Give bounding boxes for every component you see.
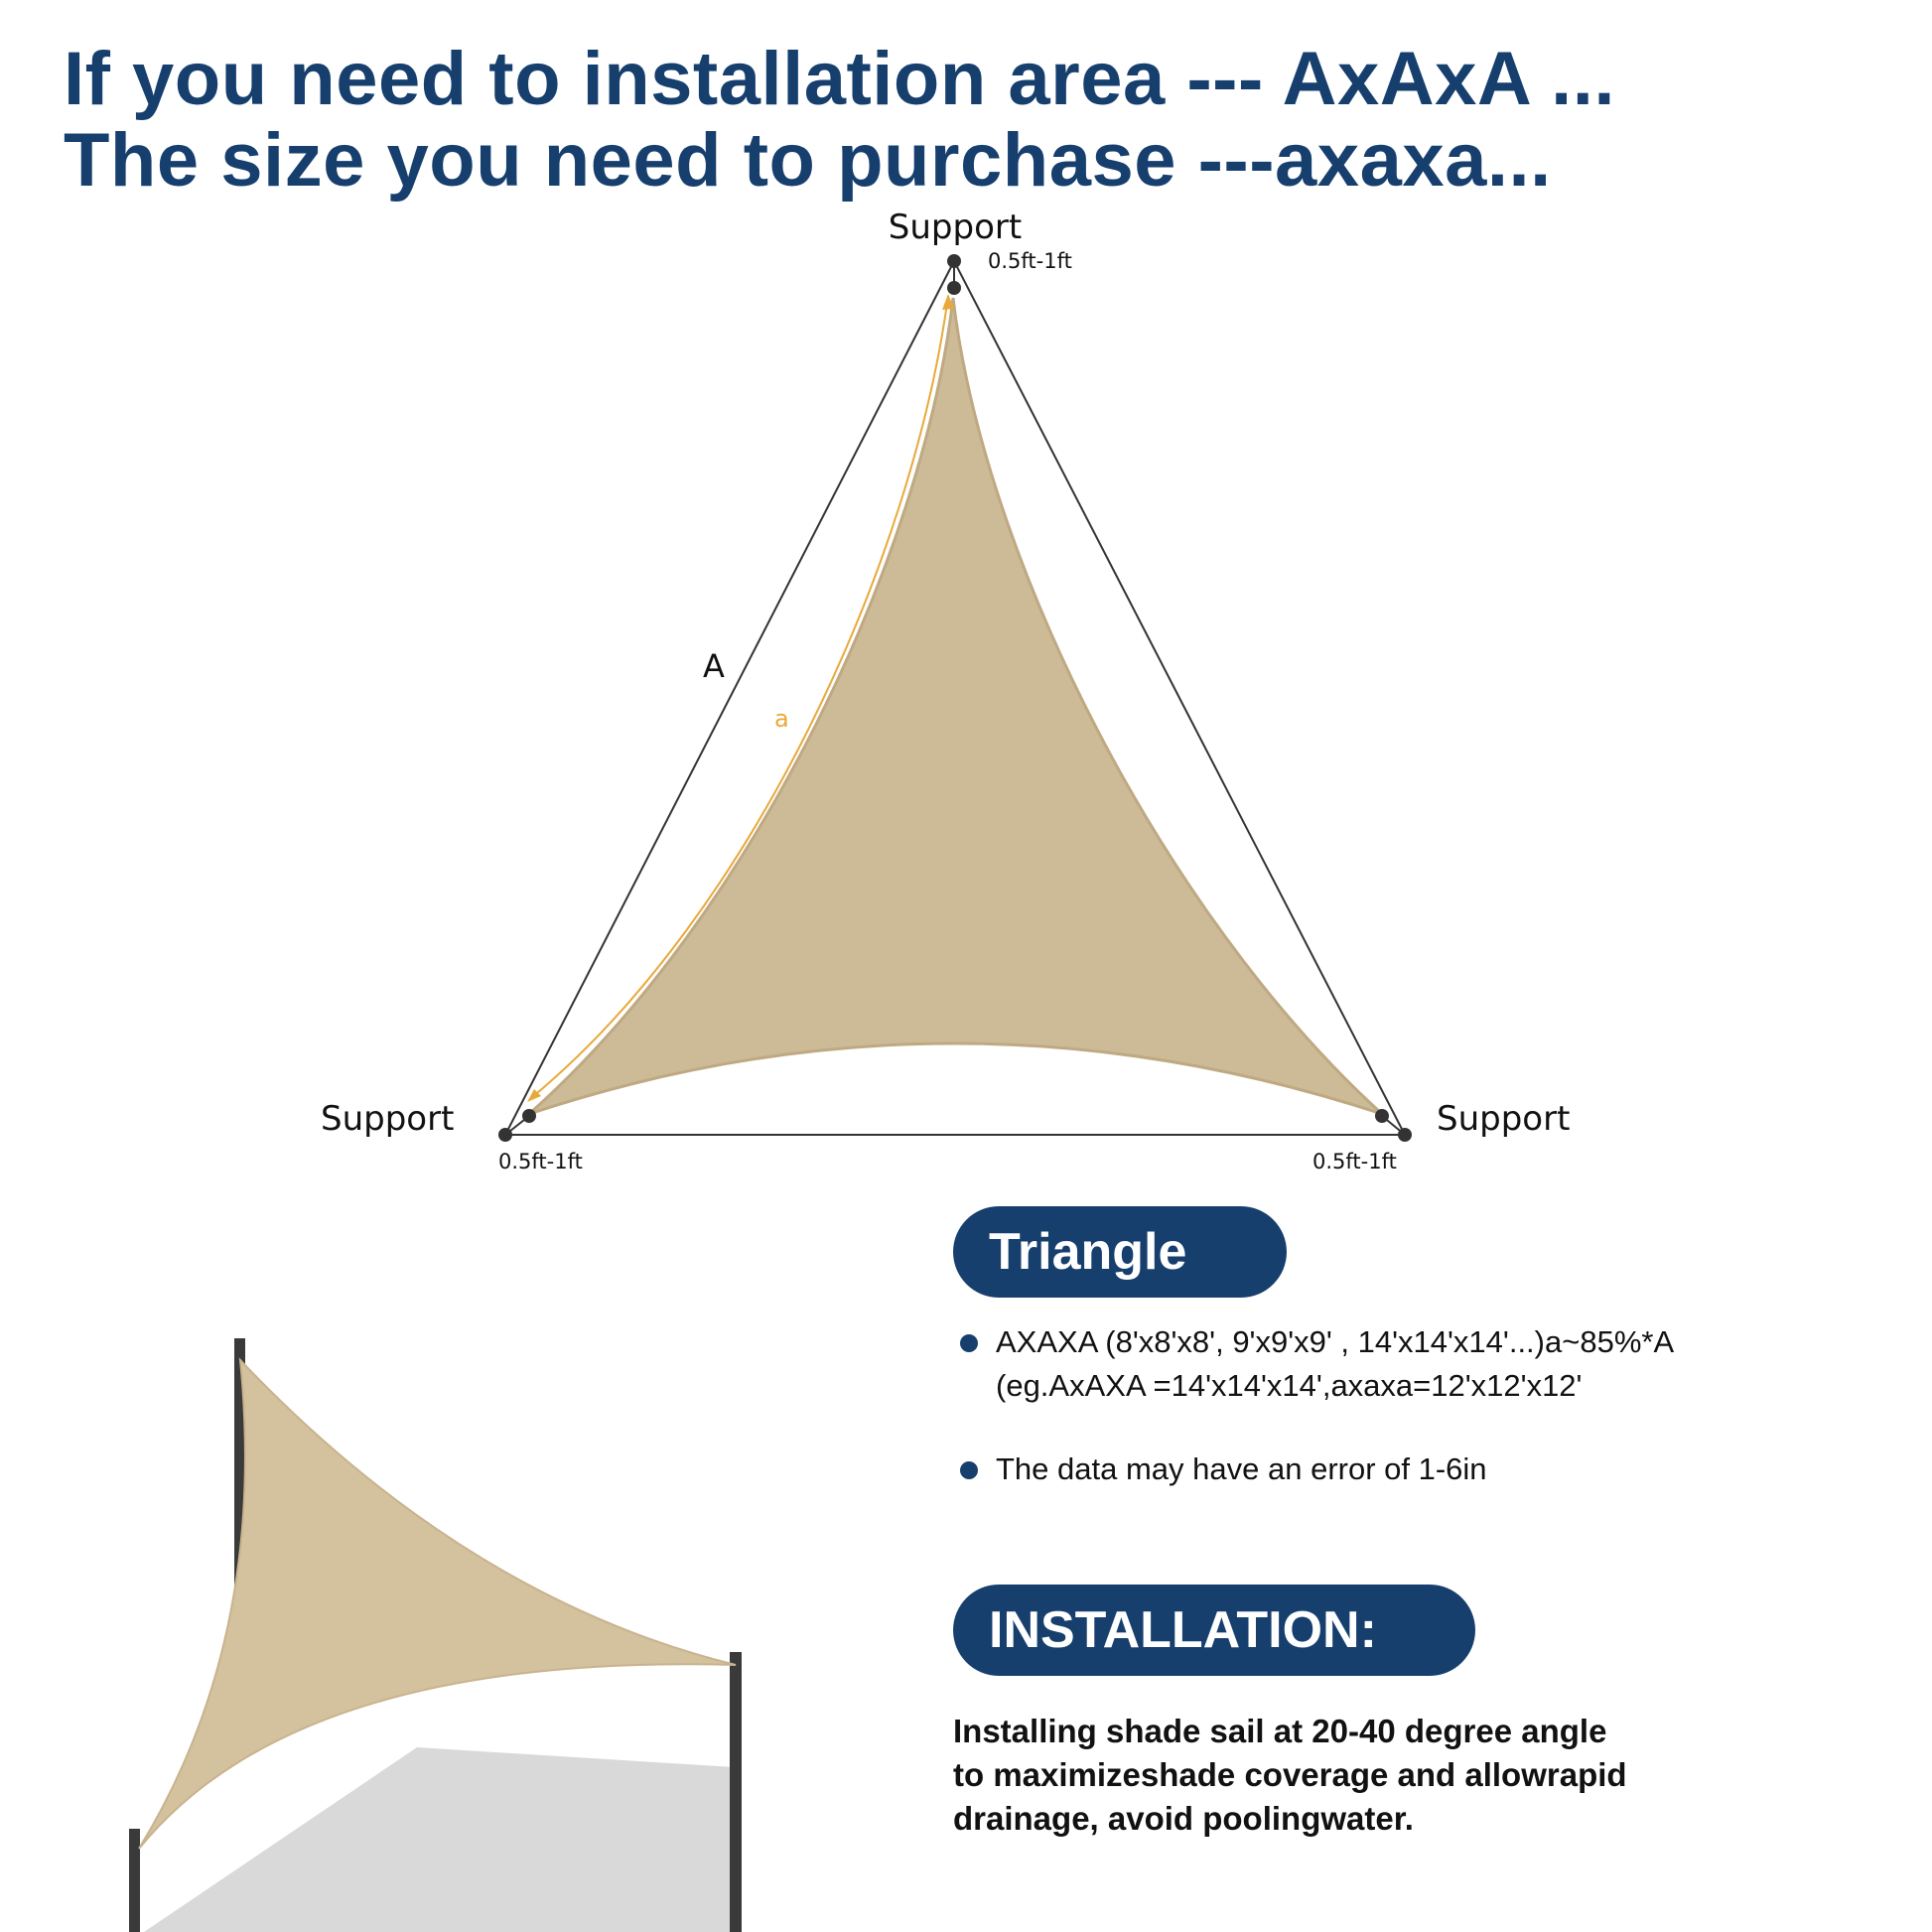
installation-section-pill: INSTALLATION: <box>953 1585 1475 1676</box>
installation-text-line3: drainage, avoid poolingwater. <box>953 1800 1414 1837</box>
post-left-tall <box>234 1338 245 1636</box>
support-point-left <box>498 1128 512 1142</box>
gap-label-right: 0.5ft-1ft <box>1312 1150 1397 1173</box>
dimension-arrow-bottom <box>527 1089 541 1102</box>
support-point-top <box>947 254 961 268</box>
bullet-error-note: The data may have an error of 1-6in <box>956 1448 1850 1491</box>
bullet-error-note-text: The data may have an error of 1-6in <box>996 1451 1487 1486</box>
bullet-dot-icon <box>960 1334 978 1352</box>
bullet-dot-icon <box>960 1461 978 1479</box>
support-label-left: Support <box>321 1099 454 1139</box>
installation-text-line2: to maximizeshade coverage and allowrapid <box>953 1756 1627 1793</box>
support-label-right: Support <box>1437 1099 1570 1139</box>
bullet-size-ratio-line1: AXAXA (8'x8'x8', 9'x9'x9' , 14'x14'x14'.… <box>996 1324 1675 1359</box>
sail-corner-left <box>522 1109 536 1123</box>
side-label-a: a <box>774 705 789 733</box>
sail-dimension-line <box>530 295 949 1099</box>
sail-corner-top <box>947 281 961 295</box>
installed-sail-shape <box>138 1357 737 1850</box>
dimension-arrow-top <box>942 294 954 310</box>
sail-shadow <box>144 1747 735 1932</box>
headline-line-2: The size you need to purchase ---axaxa..… <box>64 118 1552 203</box>
post-left-short <box>129 1829 140 1932</box>
support-label-top: Support <box>889 207 1022 247</box>
installed-sail-illustration <box>129 1338 742 1932</box>
side-label-A: A <box>703 647 725 685</box>
sail-corner-right <box>1375 1109 1389 1123</box>
headline-line-1: If you need to installation area --- AxA… <box>64 37 1615 121</box>
triangle-bullet-list: AXAXA (8'x8'x8', 9'x9'x9' , 14'x14'x14'.… <box>956 1320 1850 1531</box>
installation-text-line1: Installing shade sail at 20-40 degree an… <box>953 1713 1607 1749</box>
gap-label-top: 0.5ft-1ft <box>988 249 1072 273</box>
triangle-section-pill: Triangle <box>953 1206 1287 1298</box>
post-right <box>730 1652 742 1932</box>
bullet-size-ratio-line2: (eg.AxAXA =14'x14'x14',axaxa=12'x12'x12' <box>996 1368 1583 1403</box>
installation-text: Installing shade sail at 20-40 degree an… <box>953 1710 1708 1841</box>
support-point-right <box>1398 1128 1412 1142</box>
gap-label-left: 0.5ft-1ft <box>498 1150 583 1173</box>
shade-sail-shape <box>528 297 1384 1116</box>
installation-area-triangle <box>503 258 1407 1136</box>
bullet-size-ratio: AXAXA (8'x8'x8', 9'x9'x9' , 14'x14'x14'.… <box>956 1320 1850 1408</box>
